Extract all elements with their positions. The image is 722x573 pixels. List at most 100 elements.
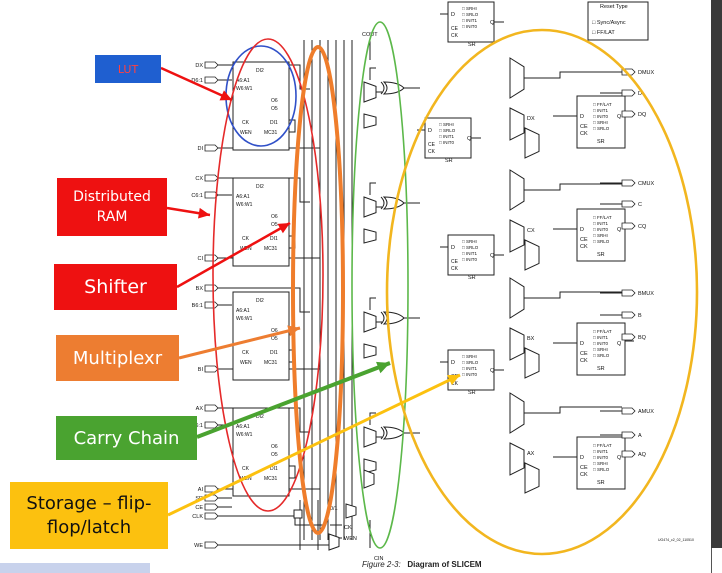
caption-title: Diagram of SLICEM [407,560,482,569]
right-edge-bar [711,0,722,548]
b-mux-out-wire [524,291,622,299]
a-outmux-3 [524,462,540,494]
d-srl-opt-3: □ INIT0 [462,24,477,29]
reset-type-opt2: □ FF/LAT [592,30,615,36]
c-outmux-2 [509,219,525,253]
input-we-pin [204,541,219,549]
output-aq-pin [621,450,636,458]
c-srl-ck: CK [428,149,436,155]
reset-type-opt1: □ Sync/Async [592,20,626,26]
c-carry-mux2 [363,228,377,244]
output-a-label: A [638,433,642,439]
b-ff-opt-0: □ FF/LAT [593,329,612,334]
d-ff-opt-4: □ SRLO [593,126,610,131]
d-ff-opt-0: □ FF/LAT [593,102,612,107]
b-ff-opt-4: □ SRLO [593,353,610,358]
c-lut-a: A6:A1 [236,194,250,200]
c-ff-opt-3: □ SRHI [593,233,608,238]
b-xor-gate-arc [380,311,385,325]
b-lut-a: A6:A1 [236,308,250,314]
c-lut-mc31: MC31 [264,246,278,252]
d-ff-opt-2: □ INIT0 [593,114,608,119]
zero-one-mux [345,503,357,519]
a-lut-ck: CK [242,466,250,472]
input-c6-1-label: C6:1 [191,193,203,199]
b-carry-mux2 [363,343,377,359]
input-b6-1-label: B6:1 [192,303,203,309]
c-lut-di2: DI2 [256,184,264,190]
b-srl-opt-3: □ INIT0 [462,257,477,262]
c-ff-opt-2: □ INIT0 [593,227,608,232]
b-lut-ck: CK [242,350,250,356]
output-cmux-pin [621,179,636,187]
d-srl-d: D [451,12,455,18]
output-bmux-label: BMUX [638,291,654,297]
d-ff-d: D [580,114,584,120]
c-xor-gate-arc [380,196,385,210]
c-outmux-3 [524,239,540,271]
d-lut-ck: CK [242,120,250,126]
a-ff-opt-2: □ INIT0 [593,455,608,460]
output-d-pin [621,89,636,97]
d-lut-wen: WEN [240,130,252,136]
b-carry-up [369,297,376,310]
output-a-pin [621,431,636,439]
d-carry-up [369,67,376,80]
c-srl-opt-1: □ SRLO [439,128,456,133]
b-lut-w: W6:W1 [236,316,253,322]
a-ff-ck: CK [580,472,588,478]
a-mux-out-wire [524,406,622,414]
multiplexr-arrow-head [287,325,300,337]
a-srl-opt-3: □ INIT0 [462,372,477,377]
blocks [204,1,649,551]
d-srl-opt-1: □ SRLO [462,12,479,17]
a-srl-d: D [451,360,455,366]
d-ff-ck: CK [580,131,588,137]
b-ff-ck: CK [580,358,588,364]
b-srl-block [447,234,495,276]
multiplexer-ellipse [291,45,345,535]
distributed-ram-callout: Distributed RAM [57,178,167,236]
a-ff-sr: SR [597,480,605,486]
a-lut-di2: DI2 [256,414,264,420]
input-cx-label: CX [195,176,203,182]
d-lut-o6: O6 [271,98,278,104]
a-srl-sr: SR [468,390,476,396]
a-ff-ce: CE [580,465,588,471]
d-lut-mc31: MC31 [264,130,278,136]
d-outmux-1 [509,57,525,99]
shifter-arrow-head [277,223,290,234]
input-a6-1-pin [204,421,219,429]
shifter-callout: Shifter [54,264,177,310]
storage-callout-label: Storage – flip-flop/latch [26,492,152,538]
c-lut-o6: O6 [271,214,278,220]
b-ff-block [576,322,626,376]
a-lut-a: A6:A1 [236,424,250,430]
carry-chain-callout-label: Carry Chain [73,427,180,449]
output-b-pin [621,311,636,319]
b-ff-opt-3: □ SRHI [593,347,608,352]
c-ff-opt-4: □ SRLO [593,239,610,244]
b-lut-wen: WEN [240,360,252,366]
lut-callout-label: LUT [117,62,139,76]
storage-ellipse [385,28,699,556]
distributed-ram-callout-label: Distributed RAM [73,189,151,225]
a-srl-opt-0: □ SRHI [462,354,477,359]
reset-type-title: Reset Type [600,4,628,10]
output-bq-pin [621,333,636,341]
b-ff-opt-1: □ INIT1 [593,335,608,340]
c-lut-block [232,177,290,267]
input-d6-1-pin [204,76,219,84]
b-ff-d: D [580,341,584,347]
d-outmux-2 [509,107,525,141]
input-ax-pin [204,404,219,412]
d-srl-opt-0: □ SRHI [462,6,477,11]
b-outmux-1 [509,277,525,319]
storage-arrow-head [447,374,460,386]
multiplexr-arrow [178,326,301,360]
input-di-label: DI [198,146,204,152]
a-lut-o5: O5 [271,452,278,458]
b-mux-input-label: BX [527,336,535,342]
b-carry-mux [363,311,377,333]
